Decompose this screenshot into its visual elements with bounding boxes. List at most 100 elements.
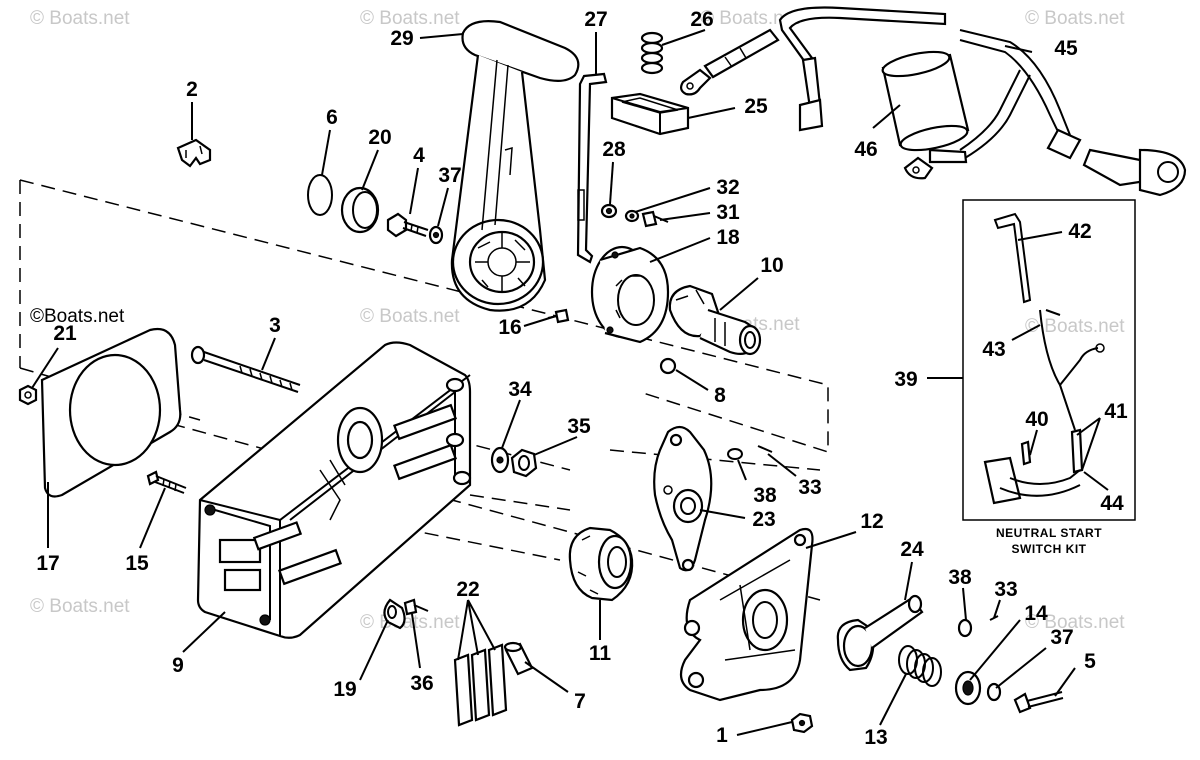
part-number-label: 11 [589, 642, 612, 665]
shift-shaft [668, 284, 762, 356]
control-handle [450, 20, 580, 312]
watermark: © Boats.net [30, 596, 130, 617]
kit-caption-line: SWITCH KIT [1012, 542, 1087, 556]
o-ring [307, 174, 333, 216]
part-number-label: 34 [508, 378, 532, 401]
part-number-label: 33 [994, 578, 1017, 601]
part-number-label: 9 [172, 654, 184, 677]
part-number-label: 29 [390, 27, 413, 50]
watermark: © Boats.net [360, 8, 460, 29]
clip [176, 138, 212, 168]
part-number-label: 7 [574, 690, 586, 713]
part-number-label: 26 [690, 8, 713, 31]
part-number-label: 37 [1050, 626, 1073, 649]
retaining-ring [340, 186, 380, 234]
hex-nut [18, 384, 38, 406]
long-bolt [190, 345, 301, 393]
gear-plate [590, 245, 670, 344]
part-number-label: 17 [36, 552, 59, 575]
part-number-label: 5 [1084, 650, 1096, 673]
part-number-label: 35 [567, 415, 591, 438]
washer [490, 446, 510, 474]
cover-plate [679, 527, 814, 702]
hex-nut [510, 448, 538, 478]
part-number-label: 44 [1100, 492, 1124, 515]
part-number-label: 24 [900, 538, 924, 561]
wiring-harness [778, 6, 1187, 197]
part-number-label: 6 [326, 106, 338, 129]
part-number-label: 3 [269, 314, 281, 337]
part-number-label: 45 [1054, 37, 1078, 60]
cable-clip [383, 598, 406, 630]
hex-nut [790, 712, 814, 734]
gasket [40, 327, 182, 498]
insert-block [610, 92, 690, 136]
cotter-pin [757, 445, 773, 453]
part-number-label: 8 [714, 384, 726, 407]
shift-lever [836, 594, 924, 672]
part-number-label: 13 [864, 726, 887, 749]
part-number-label: 12 [860, 510, 883, 533]
part-number-label: 14 [1024, 602, 1048, 625]
part-number-label: 21 [53, 322, 77, 345]
part-number-label: 4 [413, 144, 425, 167]
control-housing [196, 341, 472, 639]
plug [503, 641, 534, 676]
part-number-label: 38 [948, 566, 972, 589]
washer [428, 225, 444, 245]
washer [957, 618, 973, 638]
part-number-label: 23 [752, 508, 775, 531]
watermark: © Boats.net [360, 612, 460, 633]
watermark: © Boats.net [1025, 612, 1125, 633]
part-number-label: 41 [1104, 400, 1128, 423]
part-number-label: 27 [584, 8, 607, 31]
part-number-label: 25 [744, 95, 768, 118]
kit-caption-line: NEUTRAL START [996, 526, 1102, 540]
part-number-label: 31 [716, 201, 740, 224]
watermark: © Boats.net [1025, 316, 1125, 337]
part-number-label: 15 [125, 552, 149, 575]
terminal-boot [881, 50, 970, 152]
spring [898, 645, 942, 687]
watermark: © Boats.net [360, 306, 460, 327]
hex-key [993, 212, 1032, 304]
part-number-label: 36 [410, 672, 433, 695]
bushing [954, 670, 982, 706]
part-number-label: 46 [854, 138, 877, 161]
screw [547, 308, 570, 324]
neutral-switch [983, 440, 1081, 505]
part-number-label: 40 [1025, 408, 1048, 431]
part-number-label: 22 [456, 578, 479, 601]
part-number-label: 39 [894, 368, 917, 391]
part-number-label: 16 [498, 316, 521, 339]
part-number-label: 33 [798, 476, 821, 499]
watermark-overlay: ©Boats.net [30, 306, 125, 327]
cam-plate [653, 425, 713, 572]
part-number-label: 43 [982, 338, 1005, 361]
part-number-label: 20 [368, 126, 391, 149]
part-number-label: 38 [753, 484, 777, 507]
part-number-label: 32 [716, 176, 739, 199]
screw [146, 470, 187, 494]
leader-lines [31, 29, 1109, 736]
lockout-bracket [576, 72, 608, 264]
battery-cable-end [679, 28, 780, 96]
part-number-label: 2 [186, 78, 198, 101]
pad-strips [453, 643, 508, 727]
spring [640, 31, 664, 75]
part-number-labels: 2 29 27 26 25 45 46 6 20 4 37 28 32 31 1… [36, 8, 1128, 749]
part-number-label: 18 [716, 226, 740, 249]
watermark: © Boats.net [1025, 8, 1125, 29]
part-number-label: 37 [438, 164, 461, 187]
detent-ball [659, 357, 677, 375]
lock-washer [624, 209, 640, 223]
washer [727, 448, 743, 460]
part-number-label: 1 [716, 724, 728, 747]
bolt [386, 212, 429, 238]
screw [403, 598, 429, 616]
watermark: © Boats.net [700, 8, 800, 29]
washer [600, 203, 618, 219]
part-number-label: 19 [333, 678, 356, 701]
